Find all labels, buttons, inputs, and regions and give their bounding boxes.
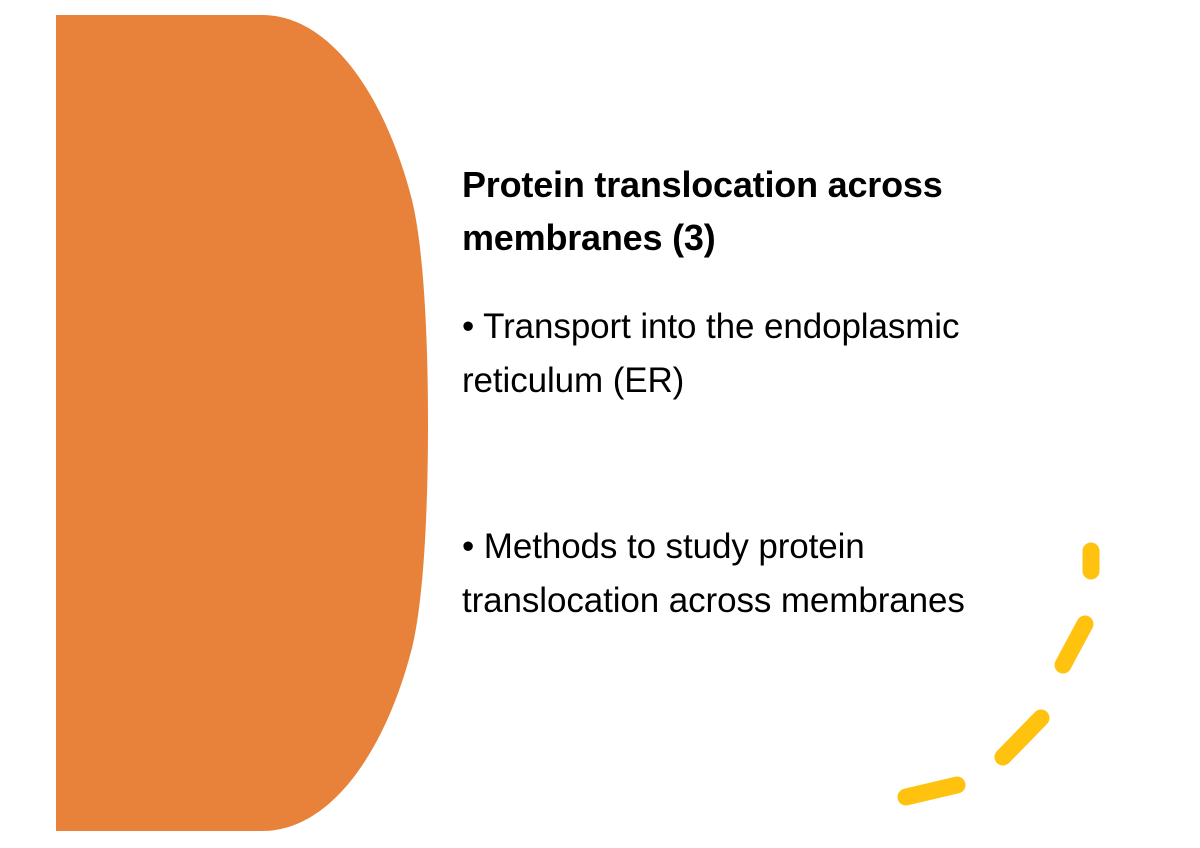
orange-half-round-shape	[56, 15, 428, 831]
bullet-item-label: Transport into the endoplasmic reticulum…	[462, 307, 960, 400]
page-title: Protein translocation across membranes (…	[462, 164, 943, 258]
bullet-glyph-icon: •	[462, 307, 475, 346]
bullet-list: • Transport into the endoplasmic reticul…	[462, 300, 1042, 628]
yellow-dash-2	[1054, 615, 1094, 674]
list-item: • Methods to study protein translocation…	[462, 520, 1042, 628]
yellow-dash-4	[897, 776, 966, 806]
bullet-item-label: Methods to study protein translocation a…	[462, 527, 965, 620]
slide-content: Protein translocation across membranes (…	[462, 158, 1042, 628]
yellow-dash-3	[994, 709, 1050, 766]
list-item: • Transport into the endoplasmic reticul…	[462, 300, 1042, 408]
bullet-glyph-icon: •	[462, 527, 475, 566]
